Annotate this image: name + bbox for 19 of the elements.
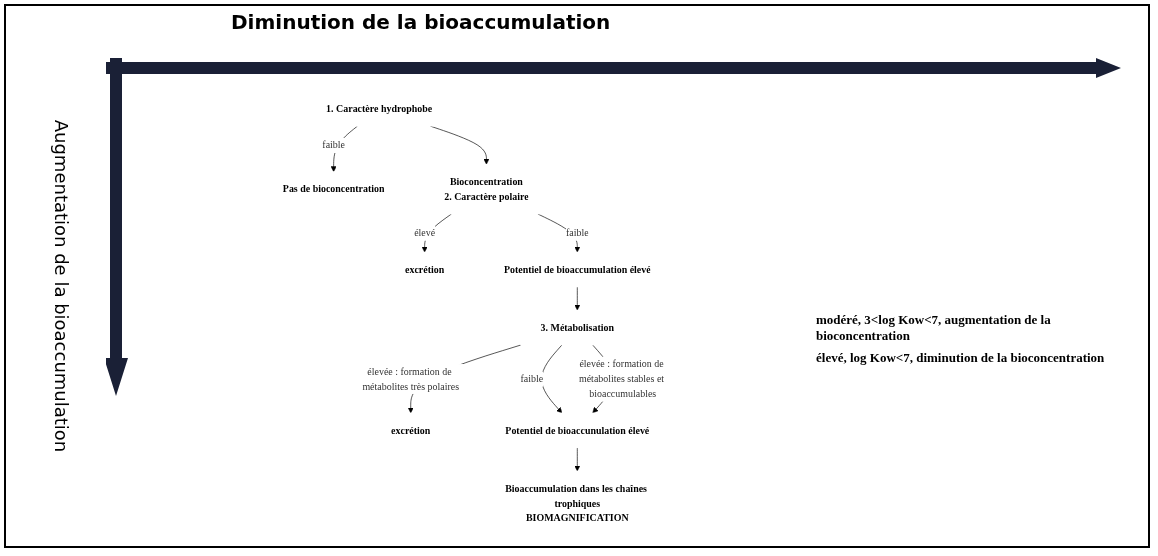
node-text: Pas de bioconcentration xyxy=(282,183,385,195)
node-text: Bioconcentration 2. Caractère polaire xyxy=(444,176,529,202)
edge-label: élevée : formation de métabolites très polaires xyxy=(362,366,460,392)
edge-label: faible xyxy=(565,227,589,239)
edge-label: faible xyxy=(520,373,544,385)
note-text: modéré, 3<log Kow<7, augmentation de la bioconcentration xyxy=(816,312,1052,344)
edge-label: faible xyxy=(322,139,345,151)
node-text: Potentiel de bioaccumulation élevé xyxy=(503,264,651,275)
axis-label: Augmentation de la bioaccumulation xyxy=(50,119,72,453)
node-text: Potentiel de bioaccunulation élevé xyxy=(505,424,650,436)
node-text: excrétion xyxy=(391,424,431,436)
node-text: excrétion xyxy=(405,264,445,275)
note-text: élevé, log Kow<7, diminution de la bioconcentration xyxy=(816,350,1106,366)
node-text: 1. Caractère hydrophobe xyxy=(326,103,433,114)
axis-label: Diminution de la bioaccumulation xyxy=(231,10,611,34)
edge-label: élevé xyxy=(414,227,436,239)
node-text: 3. Métabolisation xyxy=(540,322,615,333)
edge-label: élevée : formation de métabolites stables et bioaccumulables xyxy=(578,358,665,400)
node-text: Bioaccumulation dans les chaînes trophiques BIOMAGNIFICATION xyxy=(505,482,647,524)
